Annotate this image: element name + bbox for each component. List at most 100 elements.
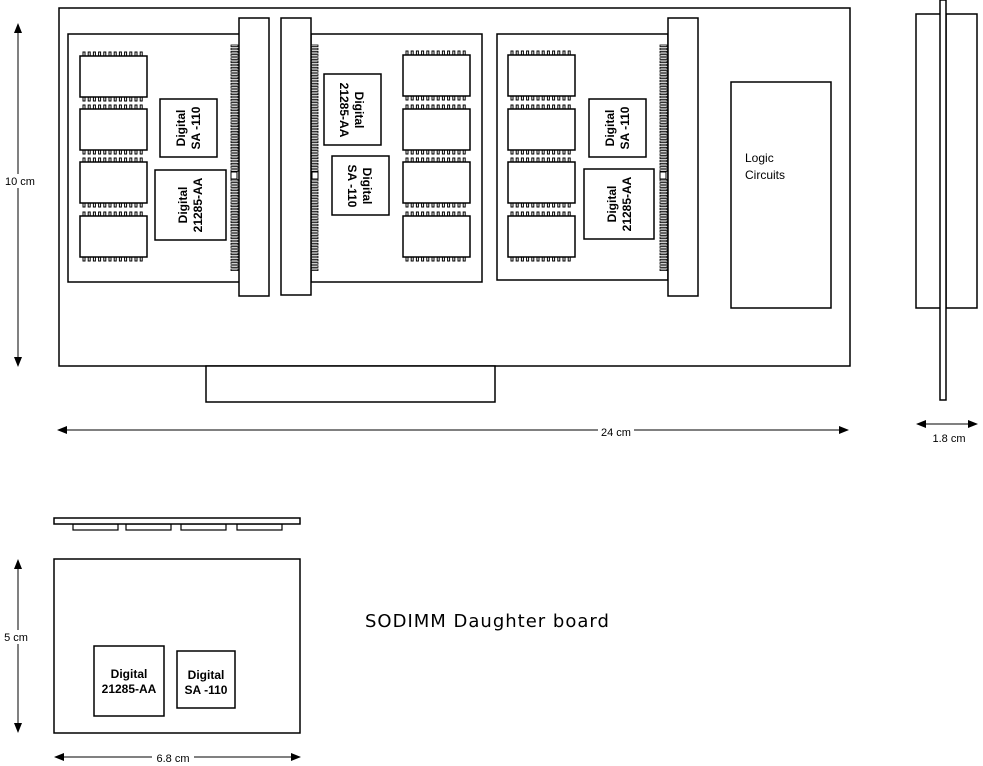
edge-pin (230, 262, 239, 265)
edge-pin (230, 76, 239, 80)
edge-pin (230, 150, 239, 153)
cpu-chip-3 (588, 98, 647, 158)
edge-pin (230, 239, 239, 243)
edge-pin (659, 166, 668, 169)
edge-pin (659, 188, 668, 192)
connector-key (311, 171, 319, 180)
edge-pin (230, 143, 239, 147)
logic-label: Logic (745, 151, 774, 165)
memory-chip (402, 108, 471, 151)
edge-pin (659, 233, 668, 236)
edge-pin (659, 255, 668, 259)
edge-pin (659, 130, 668, 134)
side-view-right (945, 13, 978, 309)
edge-pin (310, 57, 319, 60)
edge-pin (659, 67, 668, 70)
edge-pin (310, 121, 319, 124)
edge-pin (230, 140, 239, 144)
edge-pin (310, 86, 319, 89)
edge-pin (230, 70, 239, 73)
edge-pin (230, 252, 239, 256)
edge-pin (230, 242, 239, 246)
edge-pin (659, 108, 668, 112)
edge-pin (310, 252, 319, 256)
edge-pin (659, 146, 668, 150)
edge-pin (230, 169, 239, 172)
edge-pin (310, 95, 319, 99)
edge-pin (659, 83, 668, 86)
edge-pin (310, 99, 319, 102)
sodimm-cpu-model: SA -110 (185, 683, 228, 697)
memory-chip (79, 55, 148, 98)
edge-pin (659, 156, 668, 160)
edge-pin (659, 262, 668, 265)
edge-pin (310, 67, 319, 70)
edge-pin (230, 255, 239, 259)
edge-pin (230, 137, 239, 140)
edge-pin (659, 194, 668, 198)
edge-pin (310, 226, 319, 230)
edge-pin (310, 54, 319, 57)
edge-pin (659, 92, 668, 96)
edge-pin (230, 226, 239, 230)
edge-pin (659, 210, 668, 214)
edge-pin (310, 76, 319, 80)
edge-pin (230, 185, 239, 188)
edge-pin (230, 188, 239, 192)
edge-pin (310, 140, 319, 144)
edge-pin (230, 60, 239, 64)
edge-pin (230, 194, 239, 198)
edge-pin (310, 233, 319, 236)
edge-pin (659, 220, 668, 224)
bridge-chip-model: 21285-AA (620, 176, 634, 231)
edge-pin (230, 204, 239, 208)
side-view-board (939, 0, 947, 401)
bridge-chip-3 (583, 168, 655, 240)
edge-pin (230, 223, 239, 227)
edge-pin (310, 92, 319, 96)
cpu-chip-model: SA -110 (345, 165, 359, 208)
edge-pin (310, 102, 319, 105)
bridge-chip-model: 21285-AA (191, 177, 205, 232)
bridge-chip-2 (323, 73, 382, 146)
edge-pin (230, 86, 239, 89)
edge-pin (310, 268, 319, 272)
edge-pin (230, 159, 239, 163)
edge-pin (230, 146, 239, 150)
edge-pin (230, 153, 239, 156)
edge-pin (310, 150, 319, 153)
edge-pin (659, 230, 668, 233)
edge-pin (310, 223, 319, 227)
edge-pin (659, 121, 668, 124)
edge-pin (659, 140, 668, 144)
edge-pin (230, 127, 239, 131)
edge-pin (659, 198, 668, 201)
edge-pin (659, 60, 668, 64)
edge-pin (659, 153, 668, 156)
edge-pin (310, 44, 319, 48)
cpu-chip-1 (159, 98, 218, 158)
edge-pin (659, 242, 668, 246)
edge-pin (230, 47, 239, 51)
edge-pin (230, 51, 239, 54)
edge-pin (310, 207, 319, 211)
bridge-chip-label: Digital (176, 187, 190, 224)
edge-pin (310, 105, 319, 108)
edge-pin (659, 73, 668, 76)
edge-pin (659, 150, 668, 153)
edge-pin (230, 198, 239, 201)
edge-pin (310, 255, 319, 259)
edge-pin (310, 204, 319, 208)
edge-pin (310, 108, 319, 112)
edge-pin (230, 258, 239, 262)
edge-pin (659, 137, 668, 140)
sodimm-side-chip (236, 523, 283, 531)
width-label: 24 cm (601, 427, 631, 439)
edge-pin (659, 51, 668, 54)
edge-pin (659, 236, 668, 240)
edge-pin (659, 182, 668, 185)
edge-pin (659, 214, 668, 217)
edge-pin (659, 57, 668, 60)
bridge-chip-label: Digital (605, 186, 619, 223)
